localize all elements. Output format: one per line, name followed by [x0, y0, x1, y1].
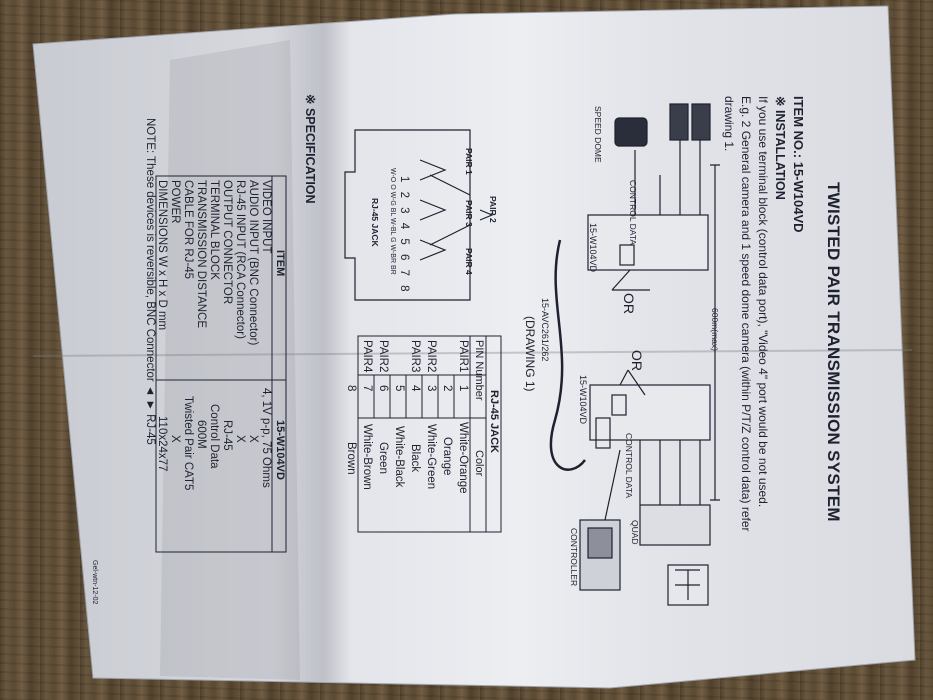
- spec-row-6-value: Twisted Pair CAT5: [182, 396, 194, 491]
- spec-row-1-value: X: [247, 435, 259, 443]
- spec-row-7-value: X: [169, 435, 181, 443]
- spec-row-0-label: VIDEO INPUT: [260, 180, 272, 254]
- spec-row-3-label: OUTPUT CONNECTOR: [221, 180, 233, 305]
- rj45-jack-outline: [344, 129, 471, 301]
- right-terminal-block: [611, 394, 627, 416]
- spec-row-5-value: 600M: [195, 420, 207, 449]
- spec-row-4-value: Control Data: [208, 404, 220, 469]
- quad-unit: [639, 504, 711, 546]
- spec-row-1-label: AUDIO INPUT (BNC Connector): [247, 180, 259, 346]
- left-transmitter-unit: [587, 214, 709, 271]
- spec-row-2-value: X: [234, 435, 246, 443]
- spec-col-item: ITEM: [274, 250, 286, 277]
- spec-row-0-value: 4, 1V p-p, 75 Ohms: [260, 388, 272, 488]
- spec-row-8-value: 110x24x77: [156, 416, 168, 472]
- spec-note: NOTE: These devices is reversible, BNC C…: [144, 118, 156, 445]
- spec-row-8-label: DIMENSIONS W x H x D mm: [156, 180, 168, 331]
- spec-row-3-value: RJ-45: [221, 420, 233, 451]
- rj45-plug: [595, 417, 611, 449]
- camera-icon-2: [691, 103, 711, 141]
- spec-row-5-label: TRANSMISSION DISTANCE: [195, 180, 207, 329]
- spec-row-4-label: TERMINAL BLOCK: [208, 180, 220, 280]
- spec-row-2-label: RJ-45 INPUT (RCA Connector): [234, 180, 246, 339]
- footer-code: Gel-wtn-12-02: [91, 560, 98, 605]
- spec-row-7-label: POWER: [169, 180, 181, 224]
- speed-dome-icon: [614, 117, 648, 147]
- left-terminal-block: [619, 244, 635, 266]
- camera-icon-1: [669, 103, 689, 141]
- spec-row-6-label: CABLE FOR RJ-45: [182, 180, 194, 280]
- spec-col-model: 15-W104VD: [274, 420, 286, 480]
